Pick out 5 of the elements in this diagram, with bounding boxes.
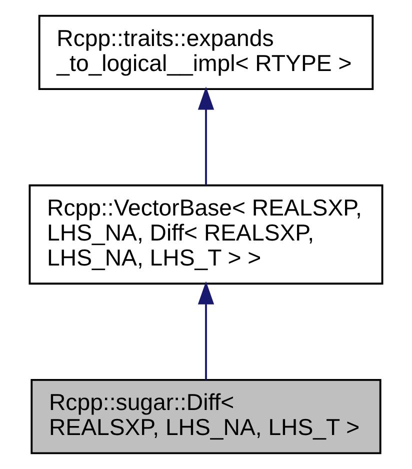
arrow xyxy=(198,86,214,186)
arrow xyxy=(198,281,214,380)
node-box: Rcpp::traits::expands _to_logical__impl< RTYPE > xyxy=(38,14,374,90)
node-box: Rcpp::VectorBase< REALSXP, LHS_NA, Diff< REALSXP, LHS_NA, LHS_T > > xyxy=(28,184,384,285)
node-box: Rcpp::sugar::Diff< REALSXP, LHS_NA, LHS_T > xyxy=(30,379,382,454)
